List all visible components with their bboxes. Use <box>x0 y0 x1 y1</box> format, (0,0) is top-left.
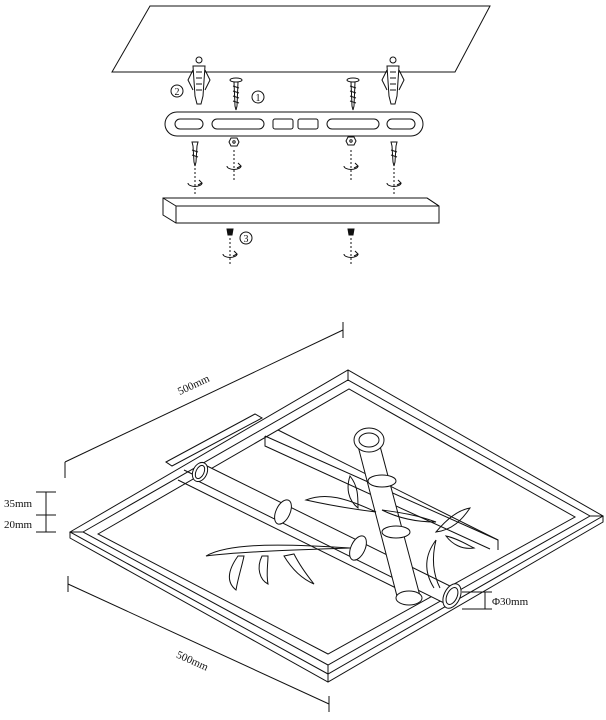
callout-circle-2 <box>170 84 184 98</box>
dimension-height-upper-label: 35mm <box>4 498 33 510</box>
bamboo-leaves-left <box>205 544 351 591</box>
screw-lower-right <box>390 141 398 167</box>
dimension-diameter-label: Φ30mm <box>492 596 529 608</box>
lamp-base-plate <box>162 197 440 224</box>
dimension-width-top-label: 500mm <box>176 373 212 398</box>
bamboo-tube-vertical <box>353 427 423 606</box>
bamboo-leaves-middle <box>304 474 437 523</box>
back-rail <box>165 413 264 467</box>
ceiling-plate <box>111 5 491 73</box>
mounting-bracket <box>164 111 424 137</box>
dimension-width-bottom-label: 500mm <box>174 649 210 674</box>
screw-small-right <box>343 228 359 266</box>
rotate-arrow-2 <box>226 150 242 180</box>
callout-3-label: 3 <box>244 234 249 245</box>
lamp-frame <box>68 369 605 683</box>
dimension-width-bottom <box>67 576 330 712</box>
callout-2-label: 2 <box>175 87 180 98</box>
rotate-arrow-4 <box>386 168 402 195</box>
screw-lower-left <box>191 141 199 167</box>
wall-anchor-left <box>187 56 211 105</box>
screw-left <box>229 77 243 111</box>
bamboo-leaves-right <box>426 507 476 589</box>
dimension-height <box>36 491 56 533</box>
nut-right <box>345 136 357 146</box>
dimension-width-top <box>64 322 344 478</box>
nut-left <box>228 137 240 147</box>
rotate-arrow-3 <box>343 150 359 180</box>
wall-anchor-right <box>381 56 405 105</box>
callout-1-label: 1 <box>256 93 261 104</box>
screw-small-left <box>222 228 238 266</box>
rotate-arrow-1 <box>187 168 203 195</box>
callout-circle-3 <box>239 231 253 245</box>
screw-right <box>346 77 360 111</box>
dimension-height-lower-label: 20mm <box>4 519 33 531</box>
dimension-diameter <box>462 591 492 610</box>
callout-circle-1 <box>251 90 265 104</box>
